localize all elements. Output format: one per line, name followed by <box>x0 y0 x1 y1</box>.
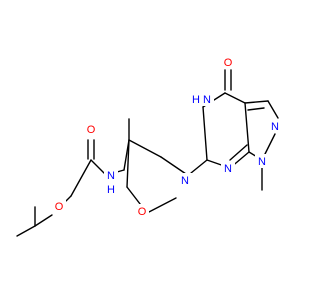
atom-o-ether: O <box>55 201 64 213</box>
atom-o-morpholine: O <box>138 206 147 218</box>
atom-o-keto: O <box>224 57 233 69</box>
atom-nh-ring: N <box>203 94 211 106</box>
bond <box>224 92 246 104</box>
molecule-structure: O N H O O N O H N N N N <box>16 55 282 237</box>
atom-n-amide: N <box>107 170 115 182</box>
atom-n1-pyrazole: N <box>258 156 266 168</box>
bond <box>128 139 162 158</box>
atom-o-carbonyl: O <box>87 124 96 136</box>
bond <box>190 159 208 174</box>
bond <box>160 156 187 175</box>
bond <box>126 139 130 188</box>
bond <box>34 214 53 227</box>
bond <box>116 169 125 173</box>
atom-n2-pyrazole: N <box>271 121 279 133</box>
bond <box>70 159 92 197</box>
bond <box>90 159 107 176</box>
bond <box>267 100 279 119</box>
bond <box>146 197 177 214</box>
atom-h-ring: H <box>192 94 200 106</box>
bond <box>229 144 248 161</box>
atom-n-morpholine: N <box>181 175 189 187</box>
bond <box>65 195 72 202</box>
bond <box>247 107 265 111</box>
atom-label-layer: O N H O O N O H N N N N <box>52 55 282 218</box>
atom-n-pyrimidine: N <box>224 163 232 175</box>
bond <box>244 100 269 104</box>
bond <box>202 106 208 161</box>
atom-h-amide: H <box>107 184 115 196</box>
bond <box>244 102 250 153</box>
bond <box>16 225 36 237</box>
